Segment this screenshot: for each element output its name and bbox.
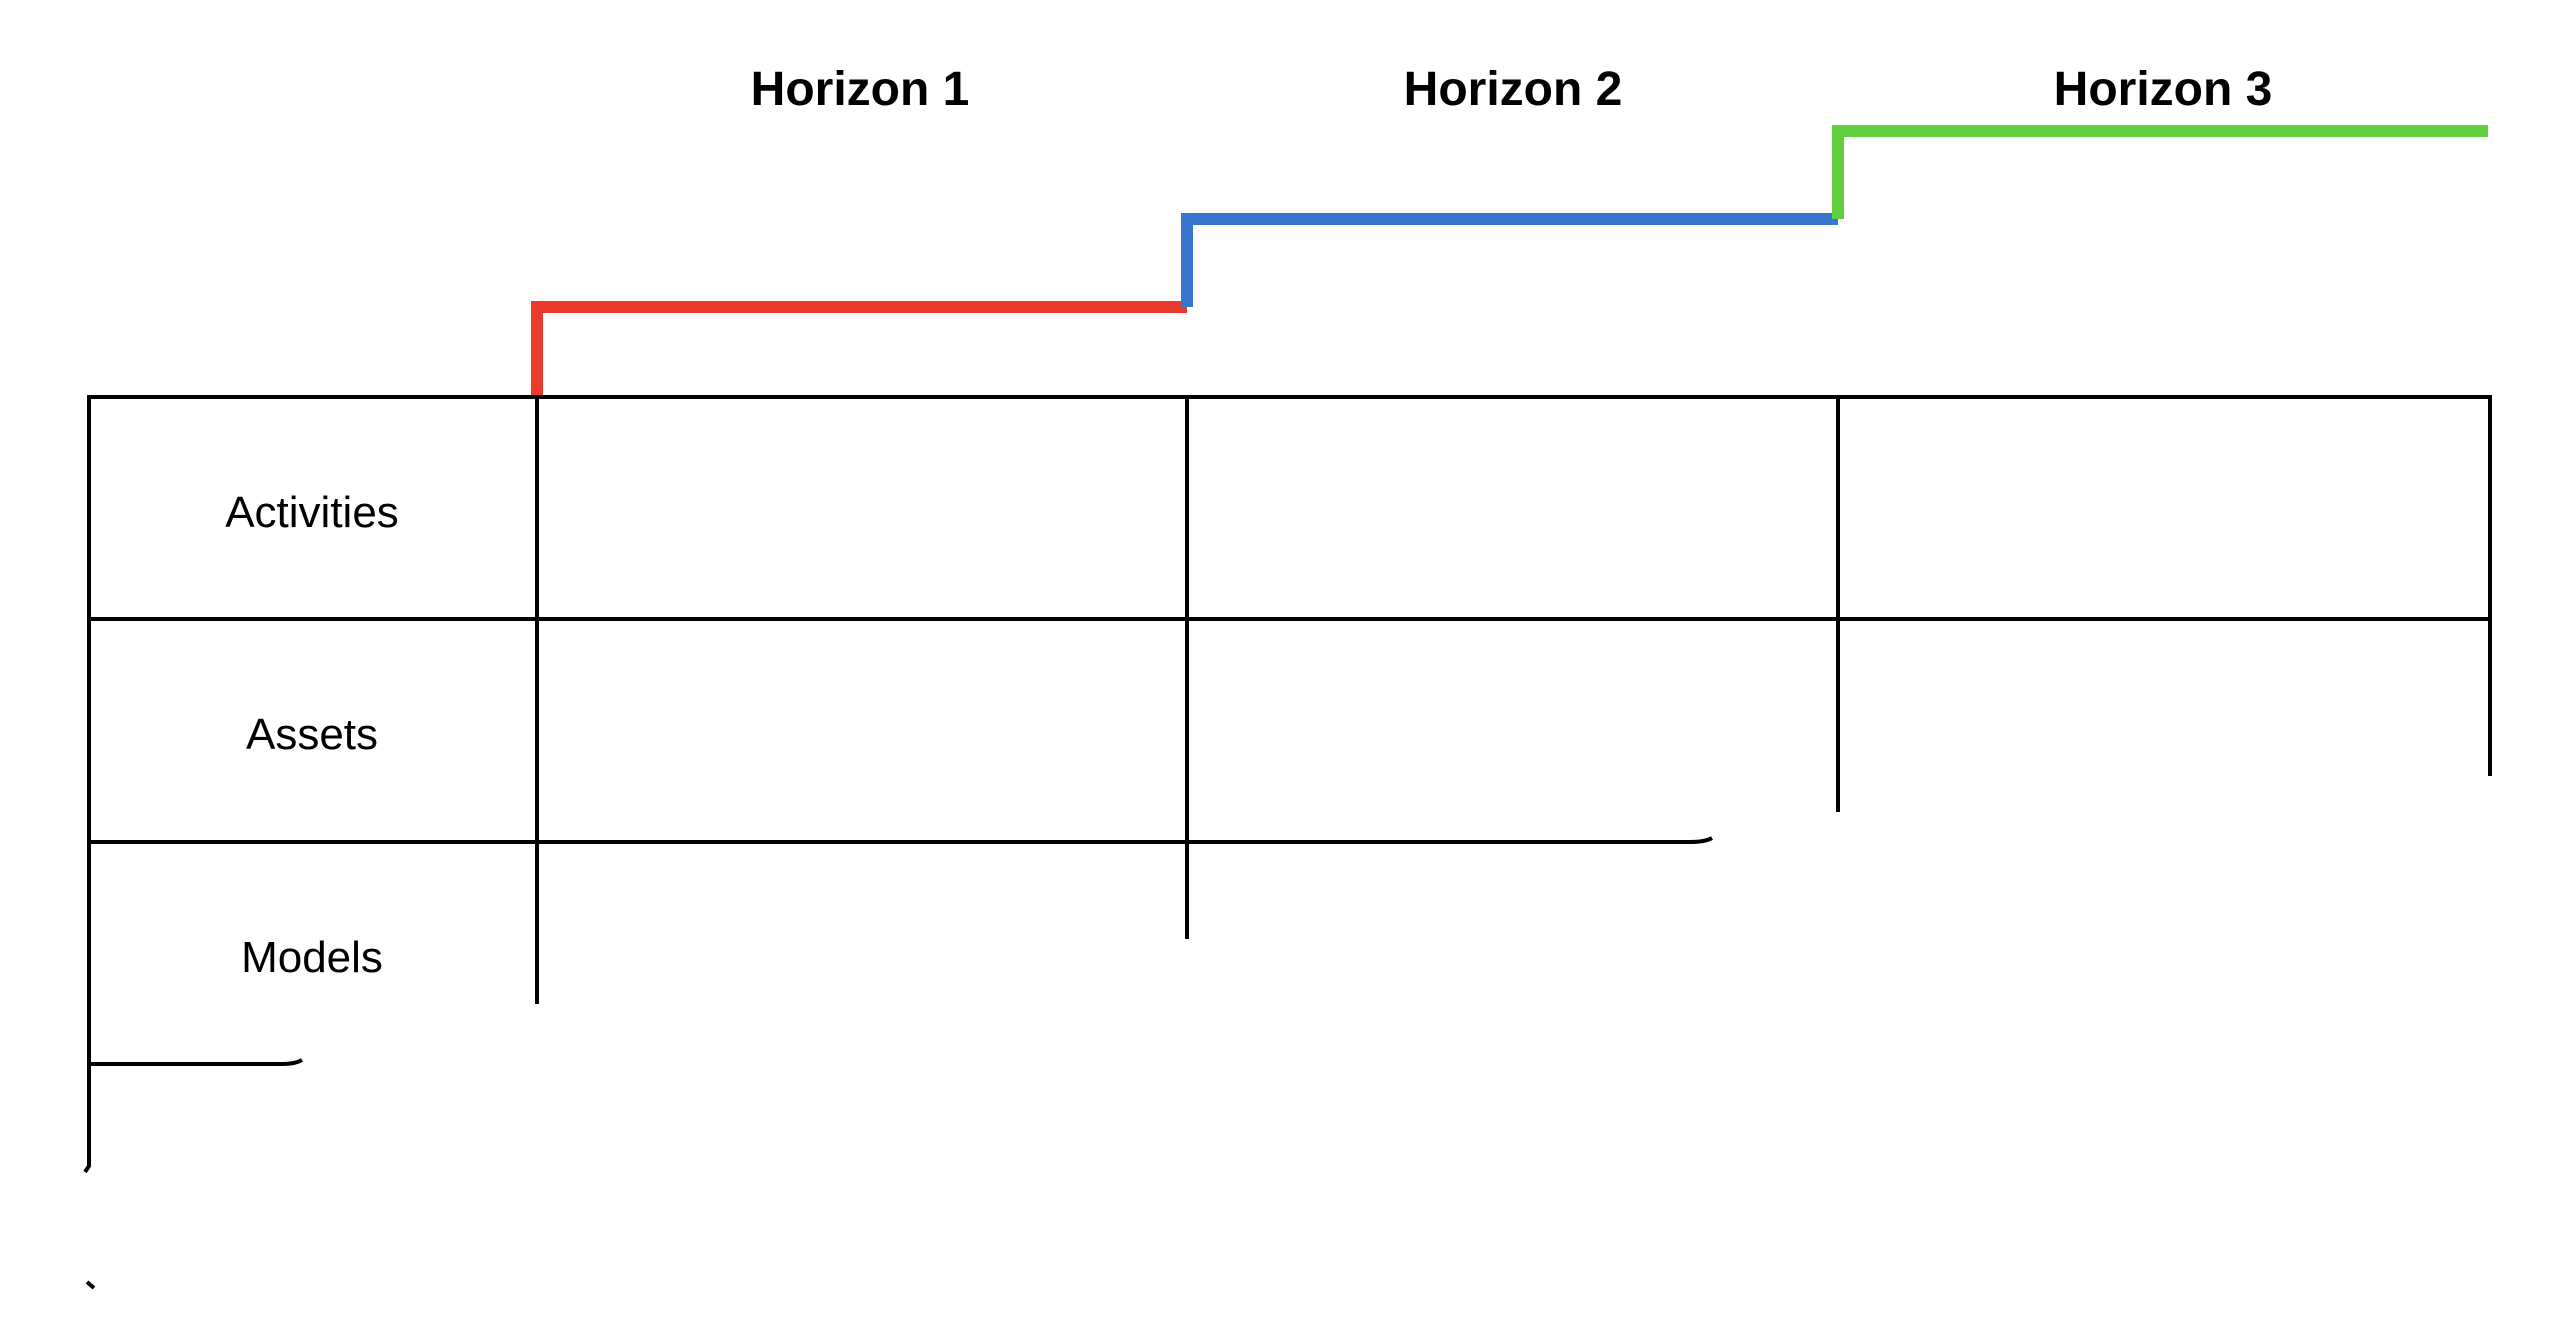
horizon-1-step-line (531, 301, 1187, 397)
row-label-assets: Assets (246, 710, 378, 759)
grid-row-divider-2 (87, 836, 1713, 844)
horizon-2-title: Horizon 2 (1404, 63, 1623, 116)
row-label-activities: Activities (225, 488, 399, 537)
grid-left-border-tail (85, 1280, 96, 1290)
horizon-3-step-line (1832, 125, 2488, 219)
grid-row-divider-3 (87, 1058, 303, 1066)
row-label-models: Models (241, 933, 383, 982)
horizon-3-title: Horizon 3 (2054, 63, 2273, 116)
horizon-1-title: Horizon 1 (751, 63, 970, 116)
grid-left-border (83, 395, 91, 1174)
horizon-2-step-line (1181, 213, 1838, 307)
